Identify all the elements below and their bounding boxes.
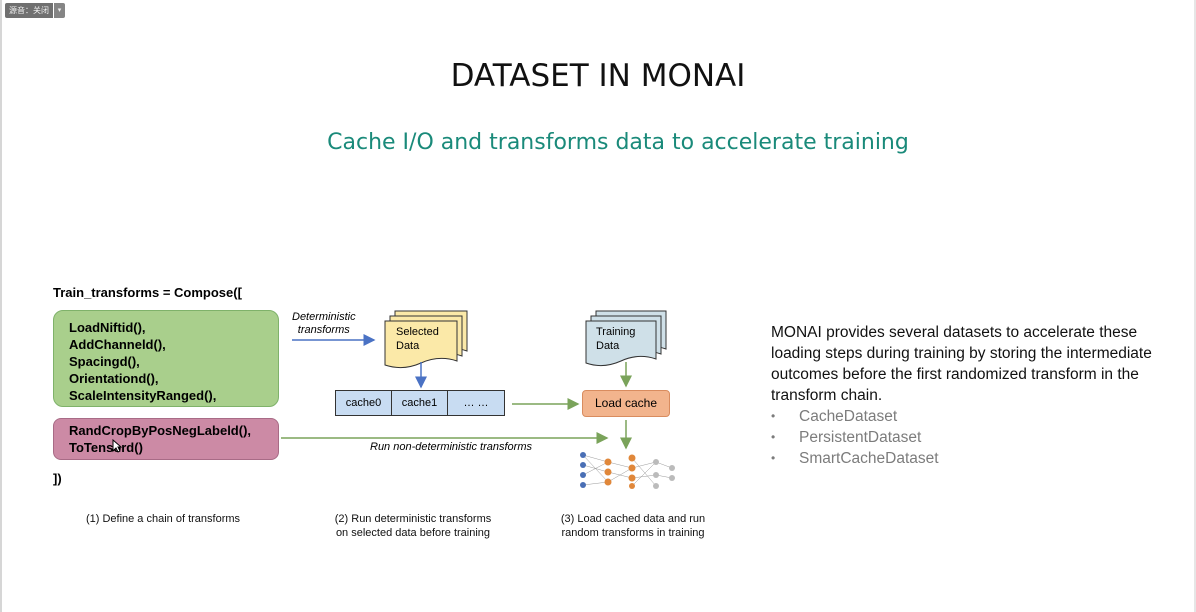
window-right-border bbox=[1194, 0, 1196, 612]
compose-closing: ]) bbox=[53, 471, 62, 486]
transform-line: AddChanneld(), bbox=[69, 337, 166, 352]
step1-caption: (1) Define a chain of transforms bbox=[85, 513, 241, 525]
cache-row: cache0 cache1 … … bbox=[335, 390, 505, 416]
transform-line: LoadNiftid(), bbox=[69, 320, 146, 335]
window-left-border bbox=[0, 0, 2, 612]
selected-data-label: Selected Data bbox=[396, 325, 439, 353]
transform-line: RandCropByPosNegLabeld(), bbox=[69, 423, 252, 438]
cache-cell: cache0 bbox=[336, 391, 392, 415]
compose-header: Train_transforms = Compose([ bbox=[53, 285, 242, 300]
step2-caption: (2) Run deterministic transforms on sele… bbox=[318, 512, 508, 540]
transform-line: Orientationd(), bbox=[69, 371, 159, 386]
audio-toggle-button[interactable]: 源音：关闭 bbox=[5, 3, 53, 18]
training-data-doc-icon bbox=[585, 310, 667, 367]
step3-caption-line: (3) Load cached data and run bbox=[560, 513, 706, 525]
neural-network-icon bbox=[582, 454, 673, 487]
dataset-name: PersistentDataset bbox=[799, 429, 922, 446]
slide-title: DATASET IN MONAI bbox=[450, 58, 746, 94]
dataset-name: SmartCacheDataset bbox=[799, 450, 939, 467]
selected-data-line: Data bbox=[396, 340, 420, 352]
deterministic-transforms-box: LoadNiftid(), AddChanneld(), Spacingd(),… bbox=[53, 310, 279, 407]
selected-data-line: Selected bbox=[396, 326, 439, 338]
transform-line: ScaleIntensityRanged(), bbox=[69, 388, 217, 403]
chevron-down-icon[interactable]: ▾ bbox=[54, 3, 65, 18]
cache-cell: … … bbox=[448, 391, 504, 415]
transform-line: Spacingd(), bbox=[69, 354, 140, 369]
run-non-deterministic-label: Run non-deterministic transforms bbox=[370, 441, 533, 453]
step3-caption: (3) Load cached data and run random tran… bbox=[543, 512, 723, 540]
description-paragraph: MONAI provides several datasets to accel… bbox=[771, 324, 1152, 404]
bullet-icon: • bbox=[771, 430, 776, 444]
mouse-cursor-icon bbox=[112, 439, 122, 453]
cache-cell: cache1 bbox=[392, 391, 448, 415]
slide-subtitle: Cache I/O and transforms data to acceler… bbox=[327, 130, 909, 155]
deterministic-label-line: transforms bbox=[297, 324, 350, 336]
training-data-label: Training Data bbox=[596, 325, 635, 353]
bullet-icon: • bbox=[771, 451, 776, 465]
load-cache-box: Load cache bbox=[582, 390, 670, 417]
list-item: • SmartCacheDataset bbox=[771, 448, 939, 469]
step3-caption-line: random transforms in training bbox=[561, 527, 705, 539]
deterministic-label-line: Deterministic bbox=[292, 311, 356, 323]
list-item: • CacheDataset bbox=[771, 406, 939, 427]
deterministic-label: Deterministic transforms bbox=[292, 311, 356, 337]
transform-line: ToTensord() bbox=[69, 440, 143, 455]
dataset-name: CacheDataset bbox=[799, 408, 898, 425]
list-item: • PersistentDataset bbox=[771, 427, 939, 448]
caption-toolbar: 源音：关闭 ▾ bbox=[5, 3, 65, 18]
dataset-list: • CacheDataset • PersistentDataset • SmartC… bbox=[771, 406, 939, 469]
step2-caption-line: (2) Run deterministic transforms bbox=[334, 513, 492, 525]
selected-data-doc-icon bbox=[384, 310, 468, 369]
network-nodes bbox=[580, 452, 675, 489]
random-transforms-box: RandCropByPosNegLabeld(), ToTensord() bbox=[53, 418, 279, 460]
training-data-line: Training bbox=[596, 326, 636, 338]
training-data-line: Data bbox=[596, 340, 620, 352]
bullet-icon: • bbox=[771, 409, 776, 423]
step2-caption-line: on selected data before training bbox=[335, 527, 491, 539]
